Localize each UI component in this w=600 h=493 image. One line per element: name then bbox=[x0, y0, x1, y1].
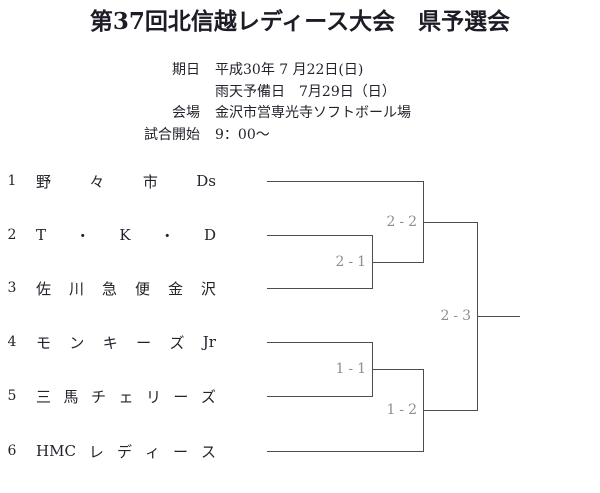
page-title: 第37回北信越レディース大会 県予選会 bbox=[89, 8, 511, 35]
team-name: 三馬チェリーズ bbox=[36, 387, 216, 406]
bracket-line-team1 bbox=[267, 181, 423, 182]
info-value: 雨天予備日 7月29日（日） bbox=[215, 83, 396, 100]
seed-number: 2 bbox=[7, 227, 17, 243]
event-info: 期日 平成30年 7 月22日(日) 雨天予備日 7月29日（日） 会場 金沢市… bbox=[0, 60, 600, 146]
info-label: 会場 bbox=[172, 105, 200, 122]
bracket-line-team3 bbox=[267, 288, 372, 289]
team-row-5: 5 三馬チェリーズ bbox=[6, 385, 221, 407]
bracket-out-match-1-1 bbox=[372, 369, 423, 370]
match-label-1-1: 1-1 bbox=[335, 361, 370, 377]
seed-number: 4 bbox=[7, 334, 17, 350]
seed-number: 5 bbox=[7, 388, 17, 404]
bracket-line-team4 bbox=[267, 342, 372, 343]
match-label-2-2: 2-2 bbox=[386, 214, 421, 230]
match-label-2-3: 2-3 bbox=[440, 308, 475, 324]
bracket-line-team5 bbox=[267, 396, 372, 397]
bracket-out-match-1-2 bbox=[423, 410, 477, 411]
info-label: 期日 bbox=[172, 62, 200, 78]
info-row-start-time: 試合開始 9：00～ bbox=[0, 125, 600, 147]
match-label-2-1: 2-1 bbox=[335, 254, 370, 270]
bracket-line-team6 bbox=[267, 451, 423, 452]
seed-number: 3 bbox=[7, 280, 17, 296]
bracket-out-final bbox=[477, 316, 520, 317]
info-row-venue: 会場 金沢市営専光寺ソフトボール場 bbox=[0, 103, 600, 125]
info-value: 9：00～ bbox=[215, 126, 270, 143]
team-row-2: 2 T・K・D bbox=[6, 224, 221, 246]
bracket-line-team2 bbox=[267, 235, 372, 236]
bracket-out-match-2-2 bbox=[423, 222, 477, 223]
seed-number: 6 bbox=[7, 443, 17, 459]
info-value: 金沢市営専光寺ソフトボール場 bbox=[215, 105, 411, 122]
team-name: 佐川急便金沢 bbox=[36, 279, 216, 298]
match-label-1-2: 1-2 bbox=[386, 402, 421, 418]
info-row-date: 期日 平成30年 7 月22日(日) bbox=[0, 60, 600, 82]
info-value: 平成30年 7 月22日(日) bbox=[215, 62, 364, 78]
info-row-rain-date: 雨天予備日 7月29日（日） bbox=[0, 82, 600, 104]
bracket-out-match-2-1 bbox=[372, 262, 423, 263]
team-row-3: 3 佐川急便金沢 bbox=[6, 277, 221, 299]
team-name: T・K・D bbox=[36, 226, 216, 245]
info-label: 試合開始 bbox=[144, 126, 200, 143]
seed-number: 1 bbox=[7, 173, 17, 189]
